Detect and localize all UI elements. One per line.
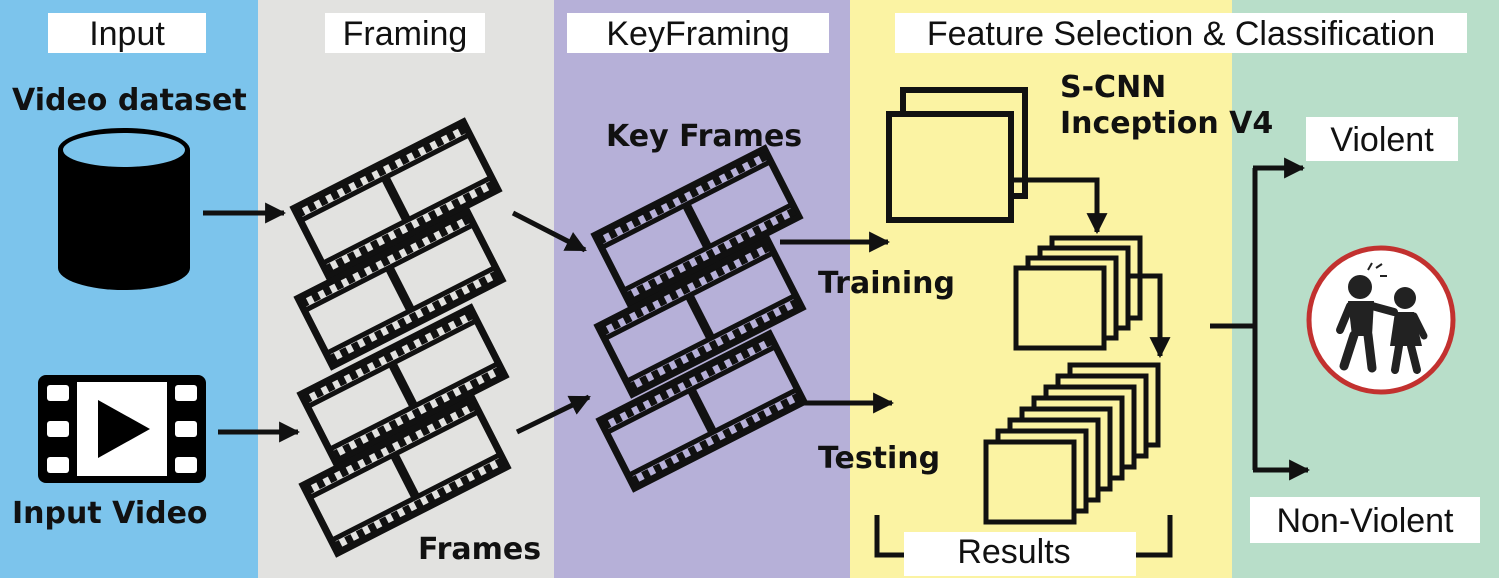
keyframing-header: KeyFraming xyxy=(606,15,789,53)
arrow-frames-to-keyframes-top xyxy=(511,210,587,253)
training-label: Training xyxy=(818,266,955,301)
database-icon xyxy=(58,128,190,290)
frames-label: Frames xyxy=(418,532,541,567)
video-dataset-label: Video dataset xyxy=(12,83,247,118)
results-box xyxy=(904,532,1136,576)
input-header-box xyxy=(48,13,206,53)
model-label-line1: S-CNN xyxy=(1060,70,1166,105)
results-stack xyxy=(983,362,1161,525)
model-stack xyxy=(886,87,1028,223)
input-video-label: Input Video xyxy=(12,496,208,531)
arrow-frames-to-keyframes-bottom xyxy=(515,394,591,435)
arrow-model-to-features xyxy=(1013,177,1108,235)
violent-label: Violent xyxy=(1330,121,1434,159)
feature-header: Feature Selection & Classification xyxy=(927,15,1435,53)
key-frames-label: Key Frames xyxy=(606,119,802,154)
feature-map-stack xyxy=(1013,235,1143,351)
non-violent-label: Non-Violent xyxy=(1276,502,1454,540)
keyframing-header-box xyxy=(567,13,829,53)
non-violent-box xyxy=(1250,497,1480,543)
feature-header-box xyxy=(895,13,1467,53)
testing-label: Testing xyxy=(818,441,940,476)
fighting-people-icon xyxy=(1306,245,1456,395)
framing-header-box xyxy=(325,13,485,53)
violent-box xyxy=(1306,117,1458,161)
framing-header: Framing xyxy=(343,15,468,53)
video-play-icon xyxy=(38,375,206,483)
arrow-features-to-results xyxy=(1127,273,1171,359)
model-label-line2: Inception V4 xyxy=(1060,106,1273,141)
input-header: Input xyxy=(89,15,165,53)
results-label: Results xyxy=(957,533,1070,571)
